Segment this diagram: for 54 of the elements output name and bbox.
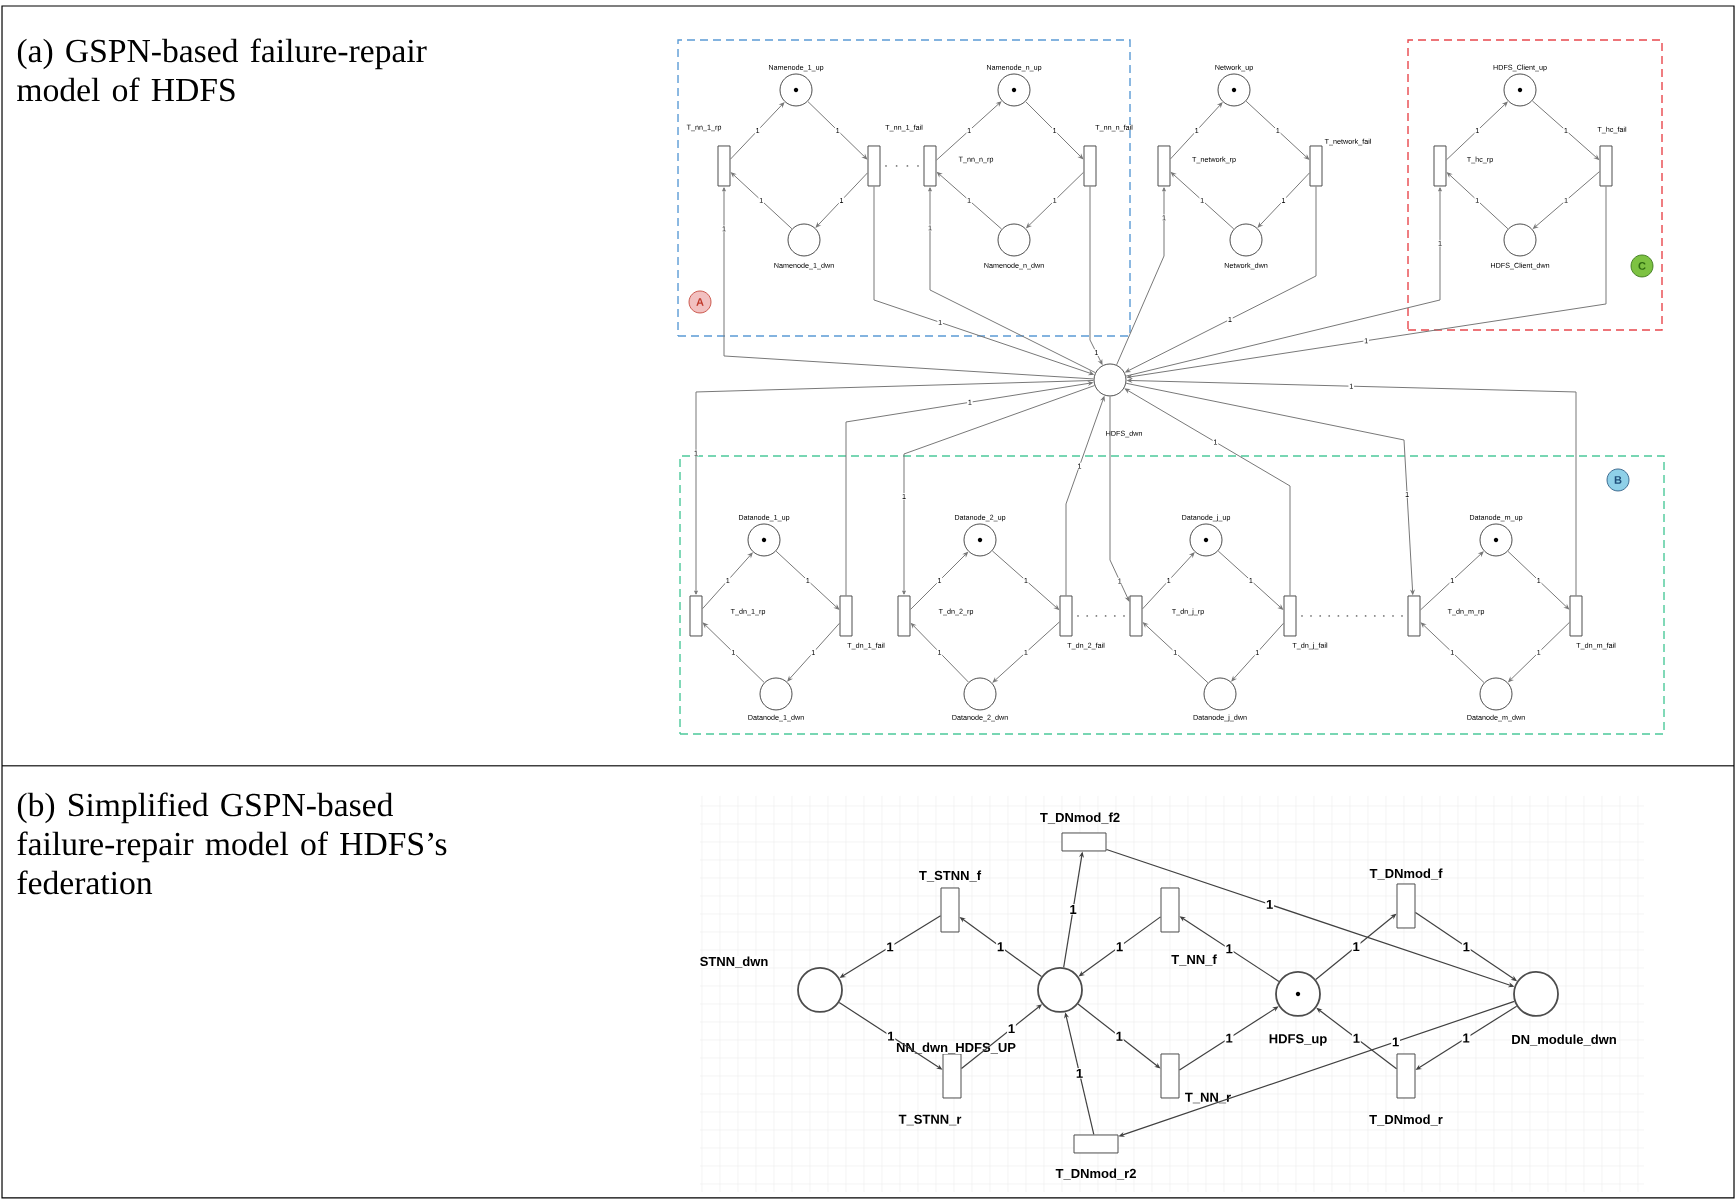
arrow <box>1231 622 1284 682</box>
arrow <box>910 623 969 683</box>
arrow <box>702 622 765 683</box>
arrow <box>1127 185 1607 379</box>
arrow <box>1178 1006 1279 1071</box>
arrow <box>937 172 1003 230</box>
arrow <box>1507 550 1570 610</box>
arrow <box>1508 621 1570 683</box>
arrow <box>1025 101 1084 160</box>
arrow <box>1142 552 1195 610</box>
caption: (b) Simplified GSPN-based failure-repair model of HDFS’s federation <box>17 792 447 895</box>
arrow <box>787 622 840 682</box>
arrow <box>1170 172 1235 230</box>
arrow <box>1420 551 1484 611</box>
arrow <box>730 102 785 160</box>
arrow <box>1142 622 1209 684</box>
arrow <box>702 552 753 610</box>
arrow <box>1533 171 1600 229</box>
arrow <box>1446 172 1509 230</box>
dashed-region <box>679 455 1665 735</box>
arrow <box>928 187 1096 374</box>
arrow <box>1124 388 1291 596</box>
arrow <box>992 621 1060 683</box>
arrow <box>1170 102 1223 160</box>
arrow <box>1420 622 1485 684</box>
arrow <box>722 187 1095 380</box>
caption: (a) GSPN-based failure-repair model of HDFS <box>17 38 427 102</box>
arrow <box>1257 172 1310 228</box>
arrow <box>1127 378 1577 596</box>
arrow <box>845 381 1093 596</box>
arrow <box>873 185 1094 375</box>
dashed-region <box>677 39 1131 337</box>
arrow <box>1109 395 1130 602</box>
arrow <box>902 385 1095 595</box>
arrow <box>1446 101 1508 161</box>
arrow <box>1531 100 1600 160</box>
arrow <box>1116 187 1166 366</box>
arrow <box>936 101 1002 161</box>
arrow <box>991 550 1060 610</box>
arrow <box>1217 550 1284 610</box>
arrow <box>1089 185 1103 365</box>
arrow <box>1125 187 1442 377</box>
arrow <box>730 172 793 230</box>
arrow <box>1026 171 1084 229</box>
arrow <box>1245 100 1310 160</box>
arrow <box>1065 396 1105 596</box>
arrow <box>1125 382 1415 595</box>
arrow <box>807 101 868 160</box>
dashed-region <box>1407 39 1663 331</box>
arrow <box>910 552 968 610</box>
arrow <box>815 172 868 228</box>
arrow <box>775 550 840 610</box>
arrow <box>694 379 1094 595</box>
arrow <box>1125 185 1317 373</box>
